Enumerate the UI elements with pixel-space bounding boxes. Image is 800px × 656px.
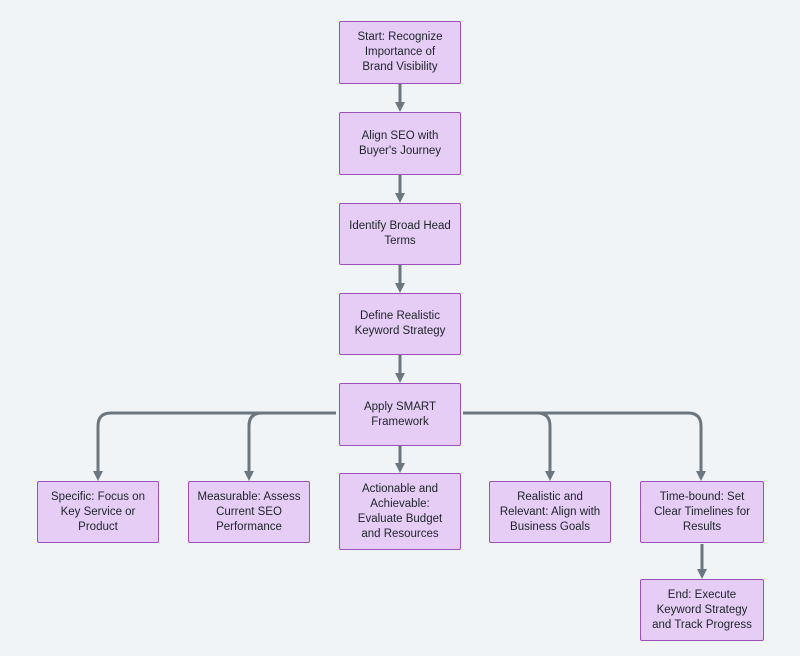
node-identify-terms-label: Identify Broad Head Terms <box>349 220 451 247</box>
node-align-seo-label: Align SEO with Buyer's Journey <box>358 129 442 157</box>
node-start-label: Start: Recognize Importance of Brand Vis… <box>357 31 443 73</box>
node-actionable-label: Actionable and Achievable: Evaluate Budg… <box>357 482 443 540</box>
node-smart-framework: Apply SMART Framework <box>339 383 461 446</box>
node-measurable: Measurable: Assess Current SEO Performan… <box>188 481 310 543</box>
node-specific-label: Specific: Focus on Key Service or Produc… <box>51 490 145 533</box>
node-define-strategy: Define Realistic Keyword Strategy <box>339 293 461 355</box>
node-align-seo: Align SEO with Buyer's Journey <box>339 112 461 175</box>
node-measurable-label: Measurable: Assess Current SEO Performan… <box>197 490 301 533</box>
node-smart-framework-label: Apply SMART Framework <box>363 400 436 428</box>
node-end: End: Execute Keyword Strategy and Track … <box>640 579 764 641</box>
node-realistic: Realistic and Relevant: Align with Busin… <box>489 481 611 543</box>
node-end-label: End: Execute Keyword Strategy and Track … <box>652 588 752 631</box>
node-specific: Specific: Focus on Key Service or Produc… <box>37 481 159 543</box>
node-timebound: Time-bound: Set Clear Timelines for Resu… <box>640 481 764 543</box>
node-actionable: Actionable and Achievable: Evaluate Budg… <box>339 473 461 550</box>
node-timebound-label: Time-bound: Set Clear Timelines for Resu… <box>654 490 750 533</box>
edge-smart-to-measurable <box>244 411 336 481</box>
node-realistic-label: Realistic and Relevant: Align with Busin… <box>499 490 601 533</box>
node-define-strategy-label: Define Realistic Keyword Strategy <box>354 310 446 337</box>
edge-smart-to-timebound <box>463 411 706 481</box>
edge-smart-to-realistic <box>463 411 555 481</box>
node-identify-terms: Identify Broad Head Terms <box>339 203 461 265</box>
node-start: Start: Recognize Importance of Brand Vis… <box>339 21 461 84</box>
edge-smart-to-specific <box>93 411 336 481</box>
